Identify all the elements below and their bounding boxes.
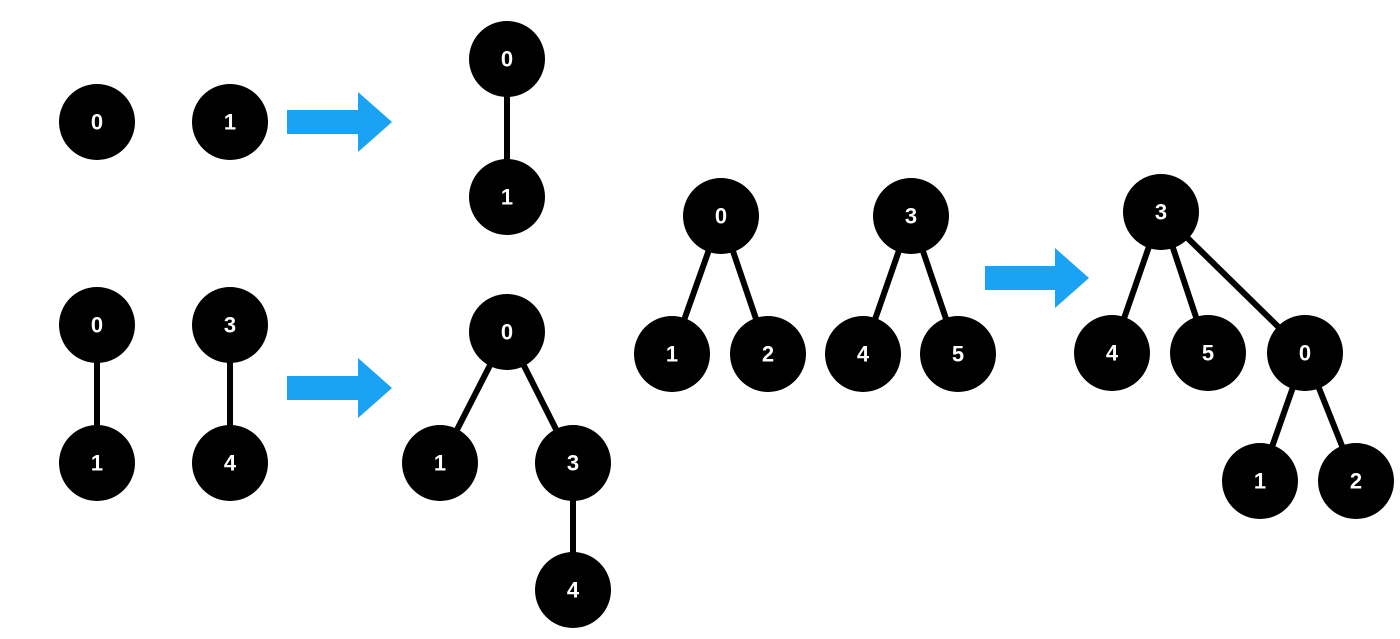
node: 0	[469, 294, 545, 370]
node: 4	[192, 425, 268, 501]
node: 3	[1123, 174, 1199, 250]
node: 4	[1074, 315, 1150, 391]
node: 4	[535, 552, 611, 628]
svg-text:0: 0	[1299, 341, 1311, 366]
svg-text:4: 4	[857, 342, 870, 367]
svg-text:1: 1	[1254, 469, 1266, 494]
panel-3-before: 0 1 2 3 4 5	[634, 178, 996, 392]
panel-3-after: 3 4 5 0 1 2	[1074, 174, 1394, 519]
node: 1	[469, 159, 545, 235]
node: 5	[1170, 315, 1246, 391]
svg-text:3: 3	[224, 313, 236, 338]
svg-text:0: 0	[715, 204, 727, 229]
node: 0	[683, 178, 759, 254]
node: 2	[1318, 443, 1394, 519]
svg-text:2: 2	[762, 342, 774, 367]
node: 3	[873, 178, 949, 254]
svg-text:2: 2	[1350, 469, 1362, 494]
node: 1	[402, 425, 478, 501]
right-arrow-icon	[287, 358, 392, 418]
svg-text:4: 4	[224, 451, 237, 476]
right-arrow-icon	[985, 248, 1089, 308]
svg-text:1: 1	[91, 451, 103, 476]
node: 0	[59, 84, 135, 160]
panel-1-before: 0 1	[59, 84, 268, 160]
svg-text:1: 1	[501, 185, 513, 210]
svg-text:3: 3	[567, 451, 579, 476]
node: 0	[59, 287, 135, 363]
node: 3	[535, 425, 611, 501]
panel-2-after: 0 1 3 4	[402, 294, 611, 628]
svg-text:0: 0	[501, 320, 513, 345]
svg-text:1: 1	[434, 451, 446, 476]
panel-2-before: 0 1 3 4	[59, 287, 268, 501]
svg-text:4: 4	[1106, 341, 1119, 366]
node: 0	[469, 21, 545, 97]
svg-text:0: 0	[501, 47, 513, 72]
node: 1	[59, 425, 135, 501]
node: 3	[192, 287, 268, 363]
node: 5	[920, 316, 996, 392]
svg-text:3: 3	[905, 204, 917, 229]
node: 1	[634, 316, 710, 392]
svg-text:5: 5	[1202, 341, 1214, 366]
panel-union-by-root-3: 0 1 2 3 4 5	[634, 174, 1394, 519]
svg-text:5: 5	[952, 342, 964, 367]
svg-text:1: 1	[224, 110, 236, 135]
svg-text:0: 0	[91, 110, 103, 135]
svg-text:1: 1	[666, 342, 678, 367]
panel-1-after: 0 1	[469, 21, 545, 235]
svg-text:4: 4	[567, 578, 580, 603]
panel-union-0-3: 0 1 3 4 0	[59, 287, 611, 628]
node: 2	[730, 316, 806, 392]
node: 1	[1222, 443, 1298, 519]
panel-union-0-1: 0 1 0 1	[59, 21, 545, 235]
node: 1	[192, 84, 268, 160]
node: 0	[1267, 315, 1343, 391]
right-arrow-icon	[287, 92, 392, 152]
node: 4	[825, 316, 901, 392]
svg-text:0: 0	[91, 313, 103, 338]
svg-text:3: 3	[1155, 200, 1167, 225]
